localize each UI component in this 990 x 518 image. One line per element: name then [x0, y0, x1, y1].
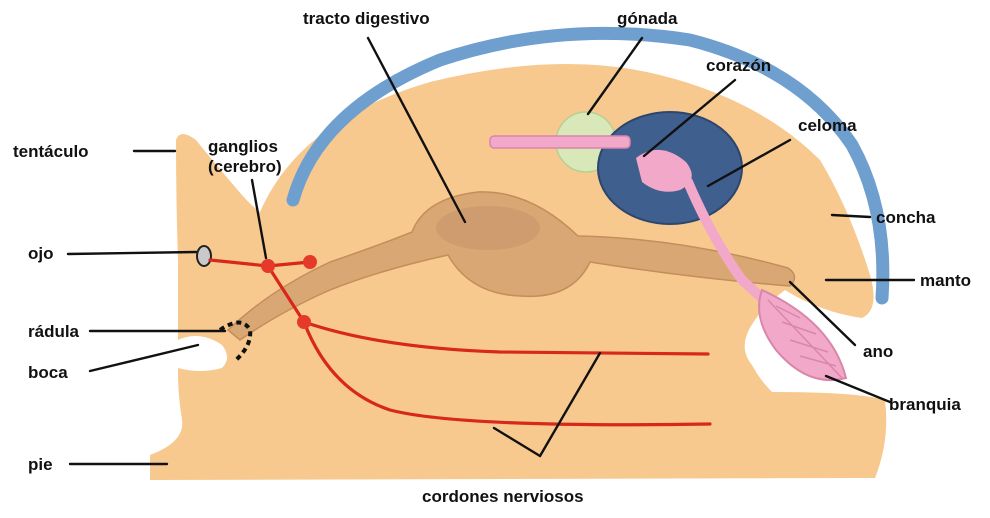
- ganglion-1: [261, 259, 275, 273]
- ganglion-2: [303, 255, 317, 269]
- label-ojo: ojo: [28, 244, 54, 263]
- leader-ojo: [68, 252, 196, 254]
- label-tracto: tracto digestivo: [303, 9, 430, 28]
- stomach-highlight: [436, 206, 540, 250]
- label-pie: pie: [28, 455, 53, 474]
- label-tentaculo: tentáculo: [13, 142, 89, 161]
- label-radula: rádula: [28, 322, 80, 341]
- label-gonada: gónada: [617, 9, 678, 28]
- label-ganglios-2: (cerebro): [208, 157, 282, 176]
- label-manto: manto: [920, 271, 971, 290]
- eye: [197, 246, 211, 266]
- label-concha: concha: [876, 208, 936, 227]
- label-ano: ano: [863, 342, 893, 361]
- label-ganglios-1: ganglios: [208, 137, 278, 156]
- label-celoma: celoma: [798, 116, 857, 135]
- label-corazon: corazón: [706, 56, 771, 75]
- label-branquia: branquia: [889, 395, 961, 414]
- aorta: [490, 136, 630, 148]
- label-boca: boca: [28, 363, 68, 382]
- ganglion-3: [297, 315, 311, 329]
- label-cordones: cordones nerviosos: [422, 487, 584, 506]
